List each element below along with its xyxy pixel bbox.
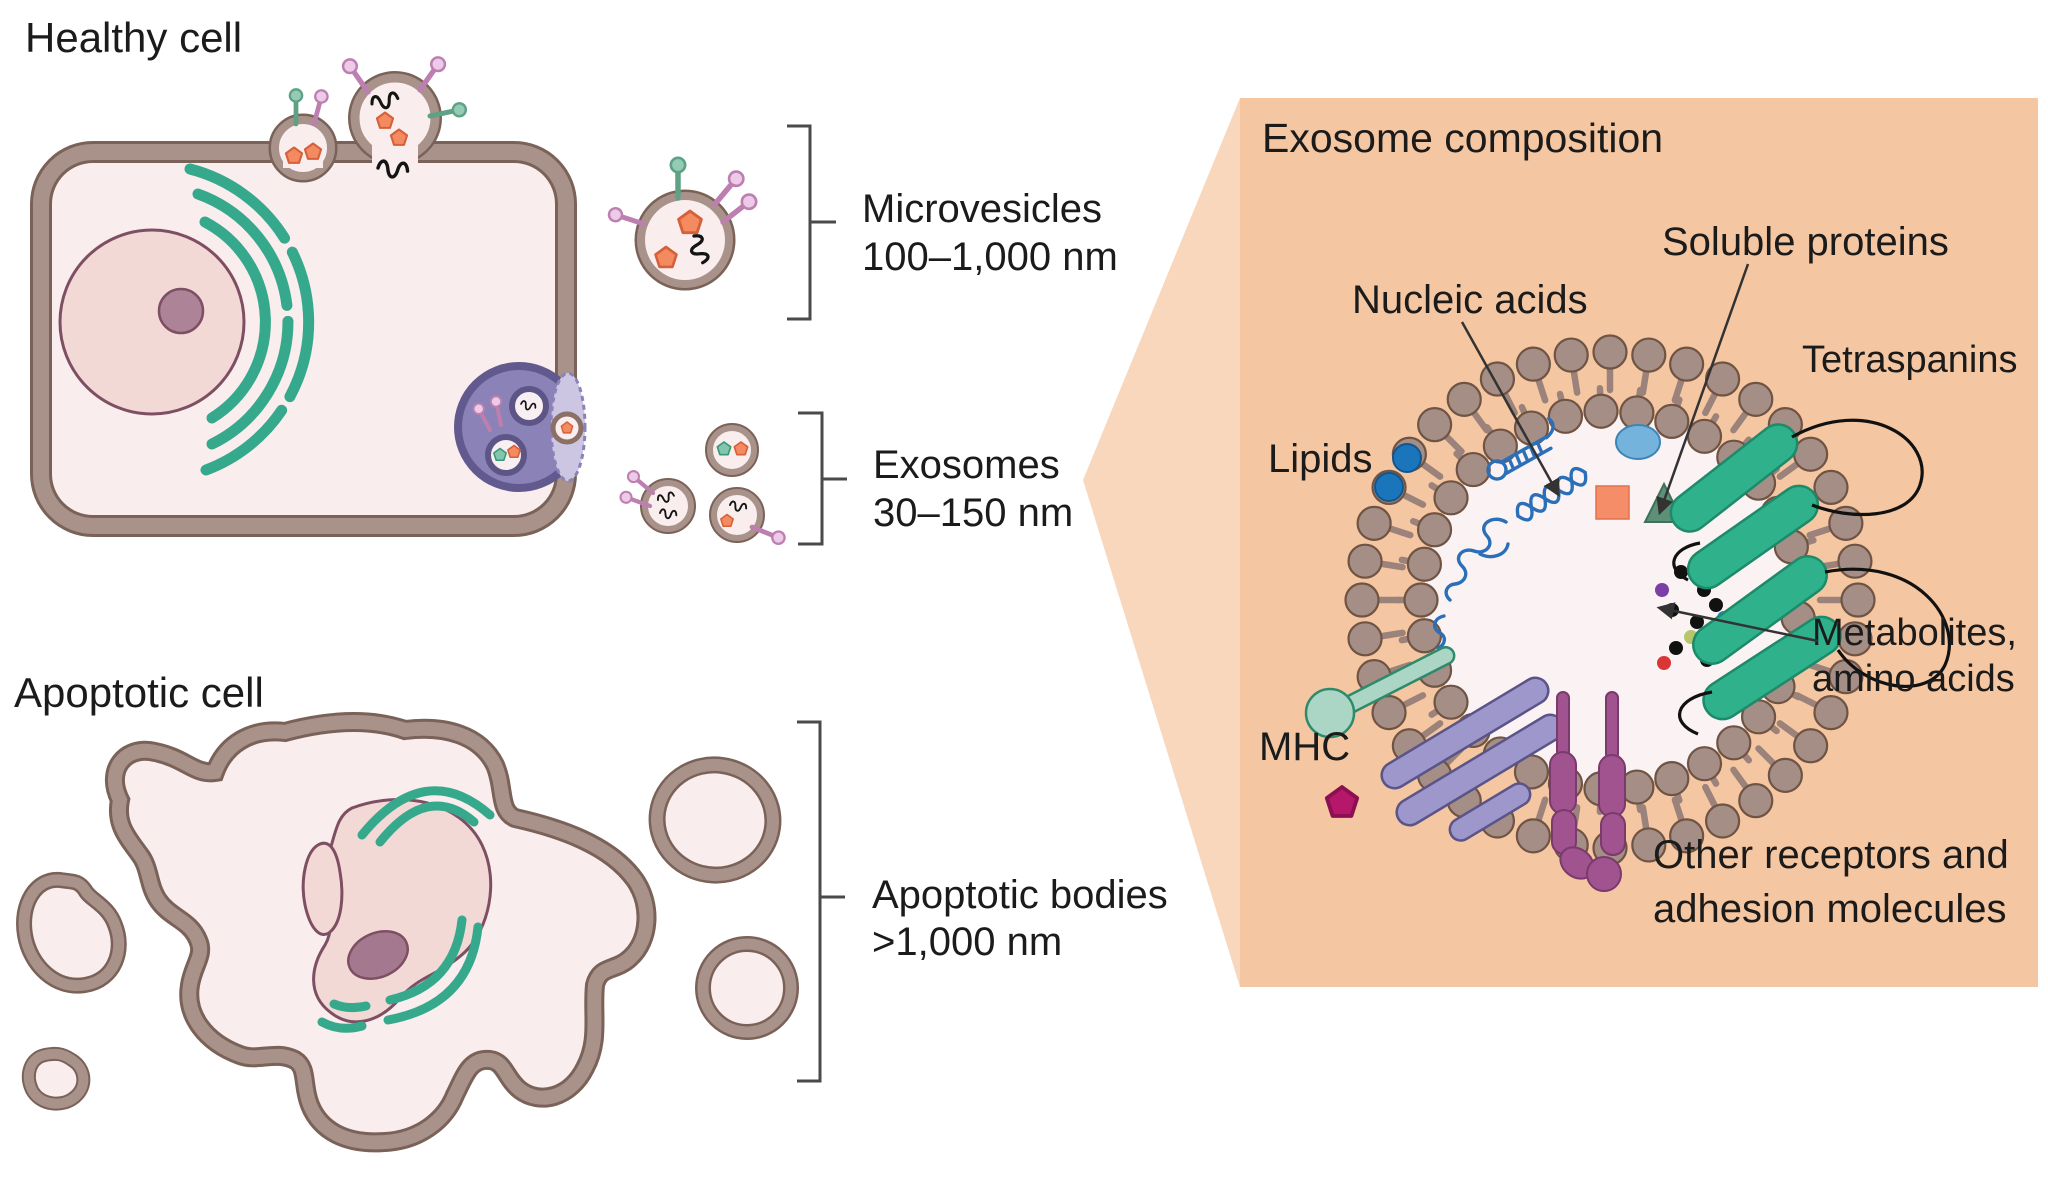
- label-soluble-proteins: Soluble proteins: [1662, 220, 1949, 264]
- exosome-composition-panel: Exosome composition: [1083, 98, 2038, 987]
- nucleus-fragment: [301, 841, 344, 936]
- apoptotic-nucleolus: [347, 930, 409, 980]
- rna-hairpin-icon: [1486, 416, 1555, 481]
- panel-pointer: [1083, 98, 1240, 987]
- nucleolus: [157, 287, 205, 335]
- lipids-highlight: [1374, 443, 1422, 502]
- label-other-receptors-1: Other receptors and: [1653, 833, 2009, 877]
- apoptotic-bodies-name: Apoptotic bodies: [872, 873, 1168, 917]
- healthy-cell-title: Healthy cell: [25, 14, 242, 61]
- vesicle-class-annotations: Microvesicles 100–1,000 nm Exosomes 30–1…: [787, 124, 1168, 1083]
- protein-square-icon: [1595, 485, 1630, 520]
- apoptotic-bodies: [648, 756, 799, 1040]
- apoptotic-bodies-size: >1,000 nm: [872, 920, 1062, 964]
- apoptotic-cell-group: Apoptotic cell: [14, 669, 799, 1153]
- apoptotic-golgi-arcs: [317, 786, 495, 1033]
- label-metabolites-2: amino acids: [1812, 658, 2015, 700]
- arrow-nucleic-acids: [1460, 321, 1560, 498]
- apoptotic-blebs: [16, 871, 127, 1111]
- arrow-metabolites: [1656, 602, 1819, 643]
- healthy-cell-group: Healthy cell: [25, 14, 786, 546]
- microvesicles-name: Microvesicles: [862, 187, 1102, 231]
- mhc-graphic: [1304, 645, 1565, 842]
- label-metabolites-1: Metabolites,: [1812, 612, 2017, 654]
- nucleus: [58, 228, 246, 416]
- panel-title: Exosome composition: [1262, 115, 1663, 161]
- golgi-apparatus: [184, 163, 315, 476]
- microvesicles-bracket: [787, 124, 836, 321]
- exosomes-size: 30–150 nm: [873, 491, 1073, 535]
- tetraspanin-loop-icon: [1824, 567, 1951, 688]
- protein-ellipse-icon: [1615, 424, 1661, 460]
- exosomes-name: Exosomes: [873, 443, 1060, 487]
- arrow-soluble-proteins: [1656, 263, 1750, 516]
- tetraspanin-loop-icon: [1791, 418, 1924, 517]
- label-tetraspanins: Tetraspanins: [1802, 339, 2017, 381]
- label-other-receptors-2: adhesion molecules: [1653, 887, 2007, 931]
- multivesicular-body: [454, 362, 587, 492]
- free-exosomes: [619, 423, 787, 546]
- tetraspanins-graphic: [1669, 418, 1951, 736]
- apoptotic-nucleus: [301, 798, 493, 1024]
- exosomes-bracket: [798, 411, 847, 546]
- apoptotic-bodies-bracket: [797, 720, 845, 1083]
- label-lipids: Lipids: [1268, 437, 1373, 481]
- soluble-proteins-graphic: [1595, 424, 1685, 523]
- label-nucleic-acids: Nucleic acids: [1352, 278, 1588, 322]
- membrane-bud-small: [268, 89, 338, 183]
- apoptotic-cell-title: Apoptotic cell: [14, 669, 264, 716]
- microvesicles-size: 100–1,000 nm: [862, 235, 1118, 279]
- other-receptors-graphic: [1549, 691, 1626, 892]
- free-microvesicle: [607, 158, 759, 291]
- label-mhc: MHC: [1259, 725, 1350, 769]
- intraluminal-vesicle: [509, 386, 549, 426]
- rna-strand-icon: [1432, 517, 1510, 650]
